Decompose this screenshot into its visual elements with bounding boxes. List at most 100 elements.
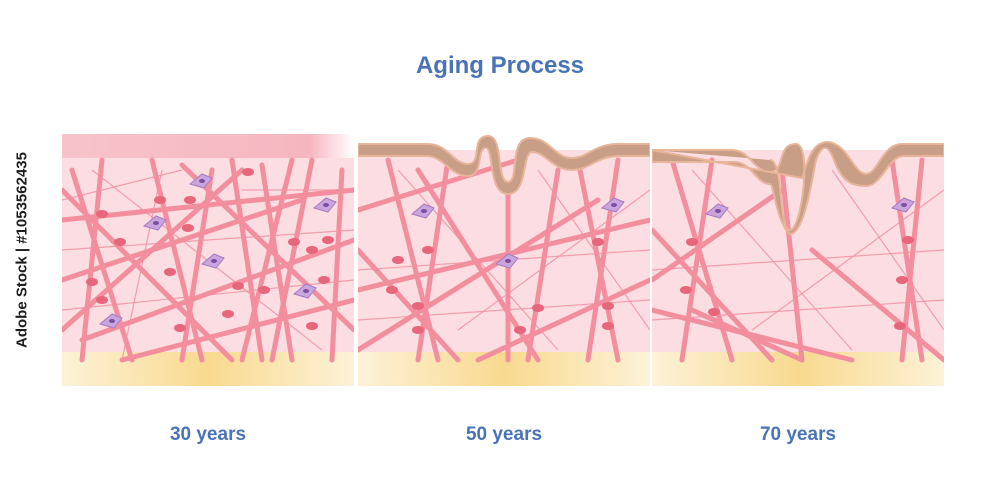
diagram-title: Aging Process: [415, 52, 585, 79]
collagen-fiber: [79, 237, 354, 343]
collagen-fiber: [239, 157, 295, 363]
cell-nucleus: [109, 319, 115, 323]
elastin-fiber: [751, 189, 944, 331]
fiber-junction: [602, 322, 614, 330]
fiber-junction: [392, 256, 404, 264]
elastin-fiber: [397, 169, 559, 351]
fiber-junction: [258, 286, 270, 294]
cell-nucleus: [211, 259, 217, 263]
elastin-fiber: [537, 169, 650, 331]
cell-nucleus: [421, 209, 427, 213]
collagen-fiber: [62, 167, 245, 333]
collagen-fiber: [358, 217, 650, 293]
collagen-fiber: [149, 157, 205, 363]
label-50-years: 50 years: [465, 424, 543, 445]
fiber-junction: [96, 210, 108, 218]
fiber-junction: [306, 246, 318, 254]
fiber-junction: [386, 286, 398, 294]
fiber-junctions: [680, 236, 914, 330]
skin-panel-70-years: [652, 130, 944, 390]
fiber-junction: [184, 196, 196, 204]
fiber-junction: [96, 296, 108, 304]
fiber-junction: [894, 322, 906, 330]
skin-cross-section: [62, 134, 354, 386]
collagen-fiber: [889, 157, 925, 363]
collagen-fiber: [652, 227, 775, 363]
cell-nucleus: [323, 203, 329, 207]
cell-nucleus: [715, 209, 721, 213]
collagen-fiber: [475, 277, 650, 363]
skin-cross-section: [652, 140, 944, 386]
collagen-fiber: [585, 157, 621, 363]
fiber-junction: [86, 278, 98, 286]
collagen-fiber: [358, 197, 601, 353]
collagen-fiber: [525, 167, 561, 363]
fiber-junction: [902, 236, 914, 244]
fiber-junction: [318, 276, 330, 284]
fiber-junction: [514, 326, 526, 334]
fiber-junction: [174, 324, 186, 332]
wrinkled-epidermis: [652, 140, 944, 236]
elastin-fiber: [358, 299, 650, 321]
collagen-fibers: [62, 157, 354, 363]
fiber-junction: [182, 224, 194, 232]
fiber-junction: [422, 246, 434, 254]
fiber-junction: [222, 310, 234, 318]
fiber-junction: [242, 168, 254, 176]
fiber-junction: [680, 286, 692, 294]
skin-panel-50-years: [358, 130, 650, 390]
elastin-fiber: [652, 249, 944, 271]
fiber-junction: [322, 236, 334, 244]
elastin-fiber: [62, 169, 183, 201]
cell-nucleus: [505, 259, 511, 263]
fat-layer: [358, 352, 650, 386]
fiber-junction: [708, 308, 720, 316]
collagen-fiber: [62, 187, 235, 363]
elastin-fibers: [652, 169, 944, 351]
fiber-junction: [114, 238, 126, 246]
fiber-junction: [532, 304, 544, 312]
cell-nucleus: [199, 179, 205, 183]
epidermis-layer: [62, 134, 354, 158]
fibroblast-cells: [98, 173, 337, 329]
fiber-junction: [412, 326, 424, 334]
fiber-junction: [288, 238, 300, 246]
label-70-years: 70 years: [759, 424, 837, 445]
wrinkled-epidermis: [358, 134, 650, 196]
fibroblast-cells: [410, 197, 625, 269]
fiber-junction: [602, 302, 614, 310]
collagen-fiber: [779, 167, 805, 363]
fiber-junction: [592, 238, 604, 246]
collagen-fiber: [652, 187, 785, 283]
fibroblast-cells: [704, 197, 915, 219]
fiber-junction: [232, 282, 244, 290]
fiber-junction: [686, 238, 698, 246]
fiber-junction: [164, 268, 176, 276]
collagen-fiber: [329, 167, 345, 363]
collagen-fiber: [679, 157, 715, 363]
collagen-fibers: [652, 157, 944, 363]
fiber-junction: [412, 302, 424, 310]
fiber-junction: [896, 276, 908, 284]
fiber-junctions: [86, 168, 334, 332]
skin-cross-section: [358, 134, 650, 386]
elastin-fiber: [691, 169, 853, 351]
collagen-fiber: [62, 187, 354, 223]
fiber-junction: [154, 196, 166, 204]
fat-layer: [62, 352, 354, 386]
cell-nucleus: [901, 203, 907, 207]
cell-nucleus: [153, 221, 159, 225]
fiber-junction: [306, 322, 318, 330]
collagen-fiber: [415, 157, 451, 363]
elastin-fiber: [457, 189, 650, 331]
label-30-years: 30 years: [169, 424, 247, 445]
stock-id-watermark: Adobe Stock | #1053562435: [13, 152, 31, 348]
elastin-fiber: [831, 169, 944, 331]
cell-nucleus: [611, 203, 617, 207]
collagen-fiber: [119, 297, 354, 363]
elastin-fiber: [62, 229, 354, 251]
elastin-fiber: [652, 299, 944, 321]
skin-panel-30-years: [62, 130, 354, 390]
collagen-fiber: [229, 157, 265, 363]
collagen-fiber: [79, 157, 105, 363]
